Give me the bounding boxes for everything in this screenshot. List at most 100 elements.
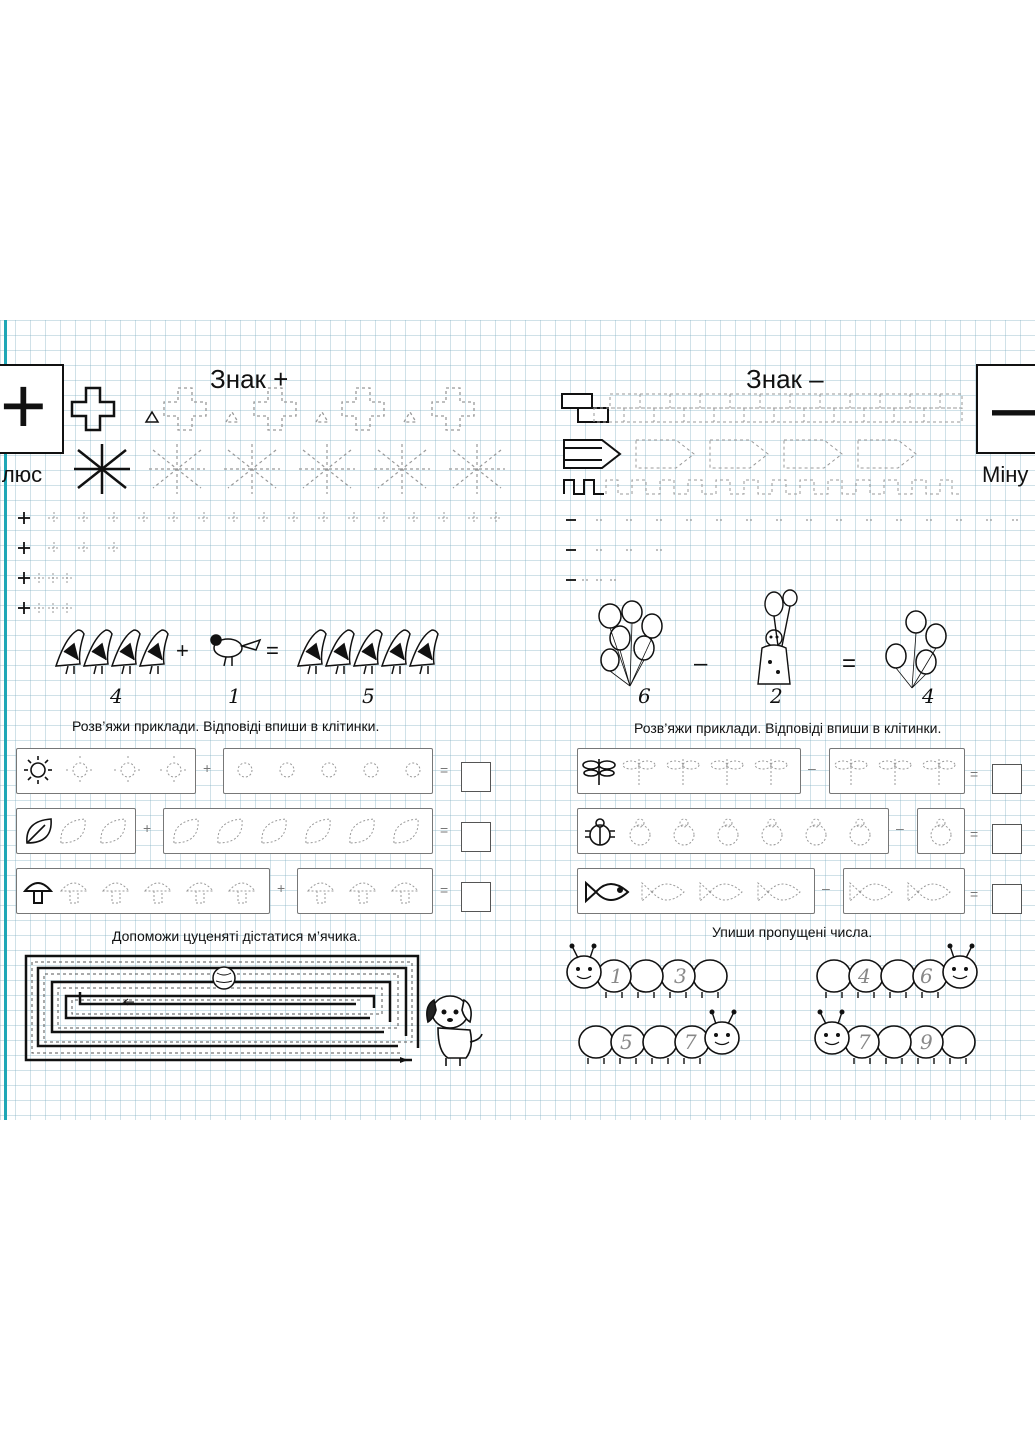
right-example-number-b: 2: [770, 684, 783, 708]
caterpillar-3-icon: [578, 1009, 740, 1064]
right-page-title: Знак –: [746, 364, 824, 394]
bird-group-5-icon: [296, 629, 439, 675]
sun-dotted-icons: [66, 756, 188, 784]
minus-sign-label: Міну: [982, 462, 1029, 487]
leaf-task-equals: =: [440, 822, 449, 838]
fish-icon: [585, 880, 630, 904]
single-bird-icon: [210, 634, 262, 667]
bug-task-minus: –: [896, 820, 904, 836]
bug-task-box-2: [917, 808, 965, 854]
balloons-4-icon: [885, 610, 947, 689]
leaf-task-plus: +: [143, 820, 152, 836]
caterpillar-3-number-1: 5: [620, 1030, 633, 1054]
example-number-a: 4: [110, 684, 123, 708]
bug-icon: [585, 818, 615, 846]
clown-with-balloons-icon: [757, 589, 798, 685]
missing-numbers-instruction: Упиши пропущені числа.: [712, 924, 873, 940]
sun-task-box-2: [223, 748, 433, 794]
dragonfly-task-box-2: [829, 748, 965, 794]
bug-task-answer-cell[interactable]: [992, 824, 1022, 854]
mushroom-task-equals: =: [440, 882, 449, 898]
fish-task-box-1: [577, 868, 815, 914]
dragonfly-dotted-icons: [834, 759, 956, 785]
dragonfly-task-box-1: [577, 748, 801, 794]
sun-icon: [24, 756, 52, 784]
mushroom-task-box-1: [16, 868, 270, 914]
bug-dotted-icons: [629, 818, 871, 846]
leaf-dotted-icons: [60, 818, 126, 844]
dragonfly-dotted-icons: [622, 759, 788, 785]
pencil-tracing-row: [563, 439, 917, 469]
leaf-icon: [26, 818, 52, 844]
sun-task-equals: =: [440, 762, 449, 778]
mushroom-icon: [22, 882, 54, 904]
minus-writing-rows: [566, 519, 1020, 581]
spiral-maze[interactable]: [22, 952, 422, 1072]
right-solve-instruction: Розв’яжи приклади. Відповіді впиши в клі…: [634, 720, 942, 736]
example-plus-operator: +: [176, 638, 189, 663]
caterpillar-3-number-2: 7: [684, 1030, 697, 1054]
plus-sign-label: Плюс: [0, 462, 43, 487]
caterpillar-2-number-2: 6: [920, 964, 933, 988]
workbook-spread: + Плюс Знак +: [0, 320, 1035, 1120]
caterpillar-2-number-1: 4: [858, 964, 871, 988]
dragonfly-task-equals: =: [970, 766, 979, 782]
dragonfly-task-answer-cell[interactable]: [992, 764, 1022, 794]
left-page-title: Знак +: [210, 364, 289, 394]
fish-task-box-2: [843, 868, 965, 914]
plus-writing-rows: [18, 512, 502, 614]
left-solve-instruction: Розв’яжи приклади. Відповіді впиши в клі…: [72, 718, 380, 734]
bug-dotted-icons: [930, 818, 952, 846]
leaf-task-box-1: [16, 808, 136, 854]
bug-task-box-1: [577, 808, 889, 854]
maze-instruction: Допоможи цуценяті дістатися м’ячика.: [112, 928, 361, 944]
fish-task-minus: –: [822, 880, 830, 896]
ball-icon: [212, 966, 236, 990]
minus-sign-box: –: [976, 361, 1035, 454]
right-example-equals-sign: =: [842, 650, 857, 677]
right-example-result: 4: [922, 684, 935, 708]
caterpillar-4-icon: [814, 1009, 976, 1064]
caterpillar-1-number-2: 3: [674, 964, 687, 988]
bird-group-4-icon: [54, 629, 169, 675]
dragonfly-icon: [582, 759, 616, 785]
example-minus-operator: –: [694, 650, 708, 677]
fish-dotted-icons: [641, 881, 801, 903]
sun-dotted-icons: [237, 762, 421, 778]
plus-sign-symbol: +: [0, 361, 47, 450]
plus-shape-tracing-row: [70, 386, 475, 432]
fish-task-answer-cell[interactable]: [992, 884, 1022, 914]
leaf-dotted-icons: [173, 818, 419, 844]
caterpillar-1-number-1: 1: [610, 964, 623, 988]
mushroom-task-plus: +: [277, 880, 286, 896]
brick-tracing-row: [561, 393, 963, 423]
sun-task-plus: +: [203, 760, 212, 776]
puppy-icon: [426, 995, 483, 1066]
mushroom-task-answer-cell[interactable]: [461, 882, 491, 912]
example-equals-sign: =: [266, 638, 279, 663]
example-number-b: 1: [228, 684, 241, 708]
sun-task-answer-cell[interactable]: [461, 762, 491, 792]
sun-task-box-1: [16, 748, 196, 794]
caterpillar-4-number-2: 9: [920, 1030, 933, 1054]
meander-tracing-row: [563, 479, 962, 495]
mushroom-task-box-2: [297, 868, 433, 914]
right-example-number-a: 6: [638, 684, 651, 708]
mushroom-dotted-icons: [59, 882, 257, 904]
bug-task-equals: =: [970, 826, 979, 842]
plus-sign-box: +: [0, 361, 64, 454]
minus-sign-symbol: –: [992, 361, 1035, 450]
dragonfly-task-minus: –: [808, 760, 816, 776]
mushroom-dotted-icons: [306, 882, 420, 904]
caterpillar-2-icon: [816, 943, 978, 998]
leaf-task-box-2: [163, 808, 433, 854]
fish-task-equals: =: [970, 886, 979, 902]
caterpillar-1-icon: [566, 943, 728, 998]
page-spine: [4, 320, 7, 1120]
leaf-task-answer-cell[interactable]: [461, 822, 491, 852]
example-result: 5: [362, 684, 375, 708]
fish-dotted-icons: [849, 881, 951, 903]
star-tracing-row: [74, 444, 505, 494]
balloons-6-icon: [598, 600, 663, 687]
caterpillar-4-number-1: 7: [858, 1030, 871, 1054]
